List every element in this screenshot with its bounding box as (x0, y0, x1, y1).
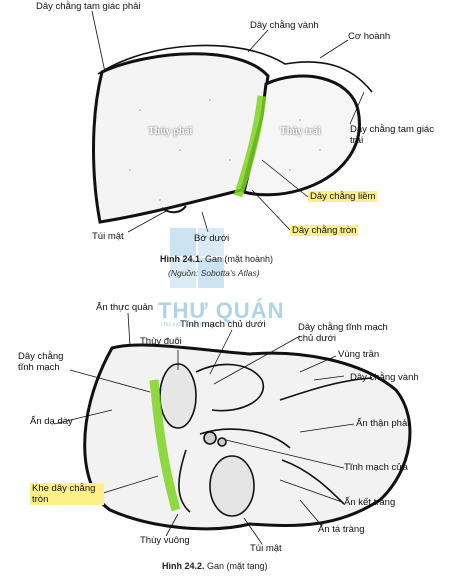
gallbladder-tip (161, 205, 187, 214)
caption-figure-1-number: Hình 24.1. (160, 254, 203, 264)
watermark-tagline: Thư viện sách y khoa (160, 322, 218, 328)
caption-figure-1: Hình 24.1. Gan (mặt hoành) (160, 254, 273, 264)
caption-figure-2-number: Hình 24.2. (162, 561, 205, 571)
diaphragm-line (97, 44, 373, 93)
left-lobe-label: Thùy trái (280, 126, 321, 137)
label-esophageal-impression: Ấn thực quản (96, 302, 154, 313)
label-ivc: Tĩnh mạch chủ dưới (180, 319, 266, 330)
right-lobe-outline (92, 52, 270, 224)
watermark-brand: THƯ QUÁN (158, 298, 285, 323)
caption-figure-2-text: Gan (mặt tạng) (204, 561, 268, 571)
falciform-ligament (233, 95, 267, 198)
label-diaphragm: Cơ hoành (348, 31, 391, 42)
label-falciform-ligament: Dây chằng liềm (308, 191, 378, 202)
label-gallbladder-2: Túi mật (250, 543, 282, 554)
left-lobe-outline (242, 74, 361, 197)
surface-stipple (129, 99, 321, 201)
caption-figure-2: Hình 24.2. Gan (mặt tạng) (162, 561, 268, 571)
label-renal-impression: Ấn thận phải (356, 418, 410, 429)
label-portal-vein: Tĩnh mạch cửa (344, 462, 408, 473)
label-left-triangular-ligament: Dây chằng tam giác trái (350, 124, 434, 146)
label-ligamentum-venosum: Dây chằng tĩnh mạch (18, 351, 64, 373)
label-round-ligament-fissure: Khe dây chằng tròn (30, 483, 104, 505)
label-gastric-impression: Ấn dạ dày (30, 416, 73, 427)
caption-figure-1-text: Gan (mặt hoành) (202, 254, 274, 264)
fissure-ligament-round (149, 379, 181, 512)
label-inferior-border: Bờ dưới (194, 233, 230, 244)
right-lobe-label: Thùy phải (148, 126, 193, 137)
label-right-triangular-ligament: Dây chằng tam giác phải (36, 1, 141, 12)
label-caudate-lobe: Thùy đuôi (140, 336, 182, 347)
label-coronary-ligament: Dây chằng vành (250, 20, 319, 31)
visceral-structures (159, 363, 373, 517)
label-colic-impression: Ấn kết tràng (344, 497, 396, 508)
label-ivc-ligament: Dây chằng tĩnh mạch chủ dưới (298, 322, 388, 344)
label-bare-area: Vùng trần (338, 349, 380, 360)
label-coronary-ligament-2: Dây chằng vành (350, 372, 419, 383)
watermark-logo (170, 228, 224, 288)
label-duodenal-impression: Ấn tá tràng (318, 524, 365, 535)
caption-source: (Nguồn: Sobotta's Atlas) (168, 268, 260, 278)
label-round-ligament: Dây chằng tròn (290, 225, 359, 236)
label-quadrate-lobe: Thùy vuông (140, 535, 190, 546)
label-gallbladder-1: Túi mật (92, 231, 124, 242)
